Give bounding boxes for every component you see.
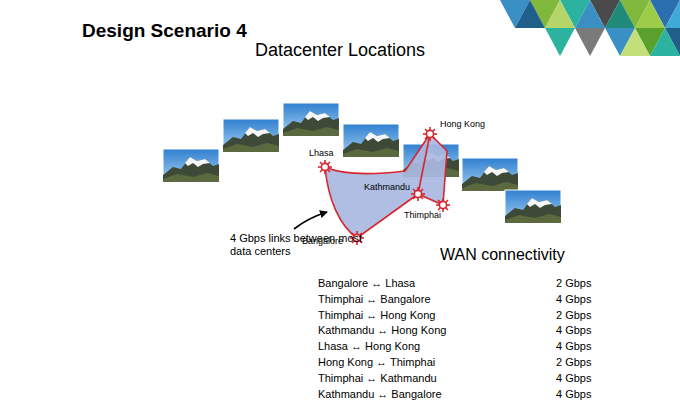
city-label: Hong Kong — [440, 119, 485, 129]
callout-arrow — [294, 212, 327, 229]
link-speed: 2 Gbps — [556, 356, 591, 369]
link-pair: Kathmandu ↔ Hong Kong — [318, 324, 446, 337]
callout-note: 4 Gbps links between most data centers — [230, 232, 380, 257]
datacenter-markers — [318, 127, 450, 245]
link-speed: 4 Gbps — [556, 372, 591, 385]
link-speed: 4 Gbps — [556, 324, 591, 337]
subtitle: Datacenter Locations — [255, 40, 425, 61]
section-heading: WAN connectivity — [440, 246, 565, 264]
city-label: Lhasa — [309, 148, 334, 158]
link-pair: Kathmandu ↔ Bangalore — [318, 388, 442, 401]
city-label: Kathmandu — [364, 182, 410, 192]
corner-pattern — [500, 0, 680, 56]
link-speed: 4 Gbps — [556, 340, 591, 353]
link-speed: 2 Gbps — [556, 277, 591, 290]
network-region — [325, 134, 447, 238]
link-speed: 4 Gbps — [556, 293, 591, 306]
link-speed: 2 Gbps — [556, 309, 591, 322]
link-pair: Thimphai ↔ Hong Kong — [318, 309, 435, 322]
slide-title: Design Scenario 4 — [82, 20, 247, 42]
link-pair: Thimphai ↔ Bangalore — [318, 293, 431, 306]
city-label: Thimphai — [404, 210, 441, 220]
link-pair: Thimphai ↔ Kathmandu — [318, 372, 437, 385]
link-pair: Bangalore ↔ Lhasa — [318, 277, 415, 290]
link-pair: Lhasa ↔ Hong Kong — [318, 340, 420, 353]
link-speed: 4 Gbps — [556, 388, 591, 401]
link-pair: Hong Kong ↔ Thimphai — [318, 356, 435, 369]
